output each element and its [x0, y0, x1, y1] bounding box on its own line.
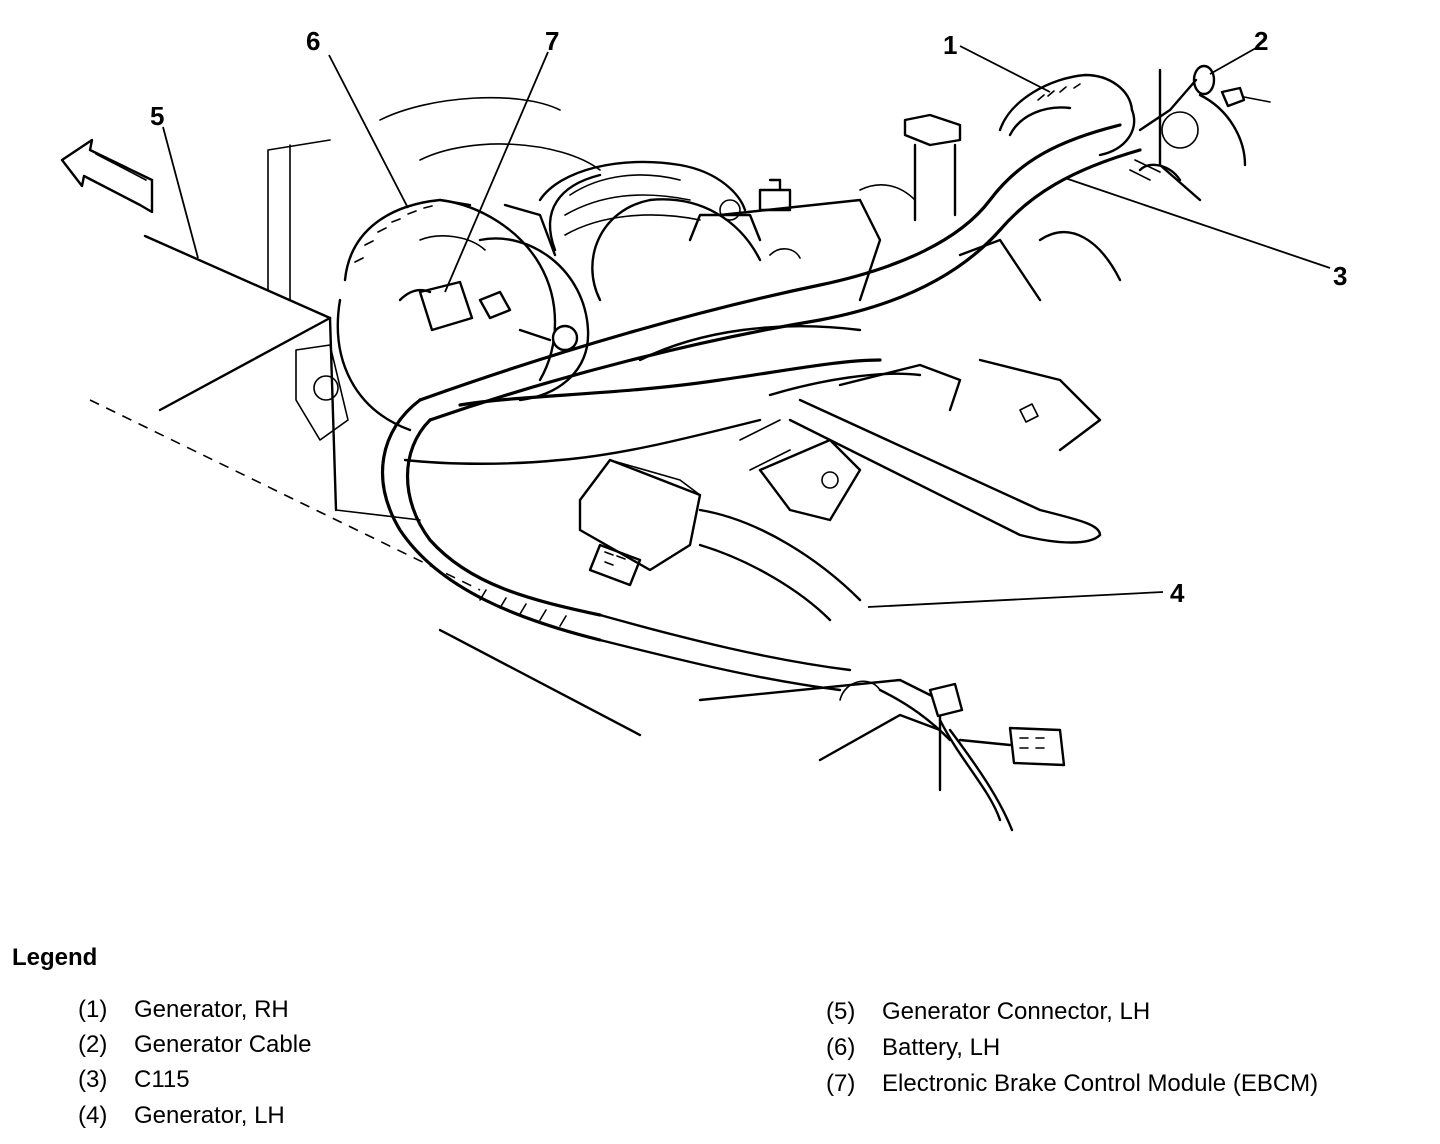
legend-item-4: (4) Generator, LH: [78, 1102, 285, 1130]
legend-number: (6): [826, 1034, 856, 1061]
legend-label: C115: [134, 1066, 190, 1093]
legend-label: Generator Connector, LH: [882, 998, 1151, 1025]
legend-title: Legend: [12, 944, 98, 971]
legend-label: Generator Cable: [134, 1031, 312, 1058]
callout-5: 5: [150, 101, 164, 131]
callout-1: 1: [943, 30, 957, 60]
callout-4: 4: [1170, 578, 1185, 608]
legend: Legend (1) Generator, RH (2) Generator Cab…: [0, 930, 1440, 1144]
legend-item-2: (2) Generator Cable: [78, 1031, 311, 1059]
legend-number: (5): [826, 998, 856, 1025]
legend-label: Generator, LH: [134, 1102, 285, 1129]
callout-2: 2: [1254, 26, 1268, 56]
wiring-harness: [380, 123, 1142, 832]
battery-tray: [89, 139, 642, 737]
engine-wiring-diagram: 6 7 5 1 2 3 4: [60, 26, 1347, 832]
callout-leaders: [162, 45, 1331, 608]
direction-arrow-icon: [60, 138, 154, 214]
generator-cable: [1138, 64, 1271, 132]
legend-number: (7): [826, 1070, 856, 1097]
legend-item-1: (1) Generator, RH: [78, 996, 289, 1024]
generator-rh: [998, 68, 1247, 202]
generator-lh: [336, 198, 590, 432]
legend-label: Battery, LH: [882, 1034, 1001, 1061]
legend-number: (3): [78, 1066, 108, 1093]
legend-number: (1): [78, 996, 108, 1023]
legend-item-5: (5) Generator Connector, LH: [826, 998, 1150, 1026]
generator-connector-lh: [398, 280, 579, 352]
bracket-lower-right: [698, 678, 1066, 792]
callout-6: 6: [306, 26, 320, 56]
legend-label: Generator, RH: [134, 996, 289, 1023]
legend-item-6: (6) Battery, LH: [826, 1034, 1000, 1062]
legend-number: (2): [78, 1031, 108, 1058]
callout-7: 7: [545, 26, 559, 56]
legend-label: Electronic Brake Control Module (EBCM): [882, 1070, 1319, 1097]
ebcm-module: [578, 458, 862, 622]
legend-item-3: (3) C115: [78, 1066, 190, 1094]
legend-item-7: (7) Electronic Brake Control Module (EBCM…: [826, 1070, 1318, 1098]
brake-lines: [739, 230, 1122, 544]
engine-block: [379, 96, 962, 362]
callout-3: 3: [1333, 261, 1347, 291]
legend-number: (4): [78, 1102, 108, 1129]
